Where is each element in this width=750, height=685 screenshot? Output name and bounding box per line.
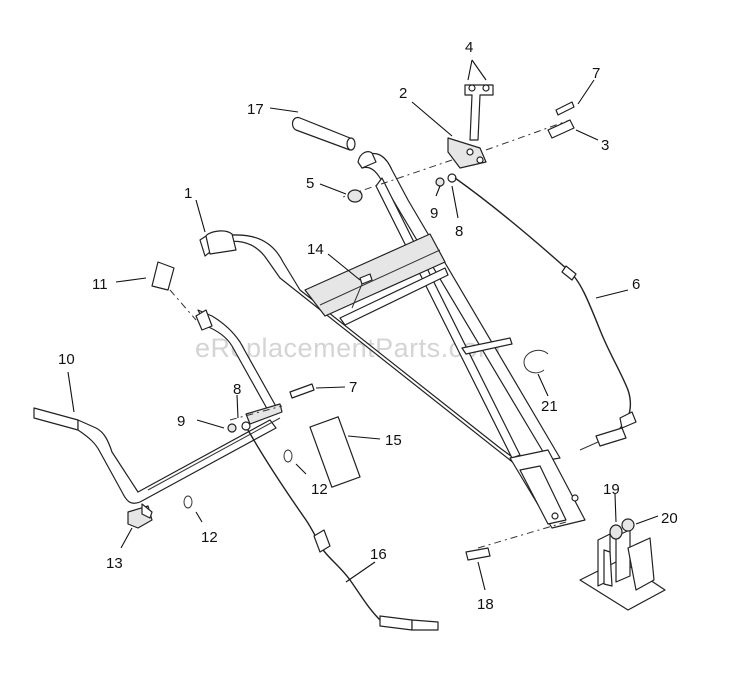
callout-labels: 1 2 3 4 5 6 7 7 8 8 9 9 10 11 12 12 13 1…	[58, 39, 678, 613]
callout-14: 14	[307, 241, 324, 258]
callout-20: 20	[661, 510, 678, 527]
part-cable-right	[454, 177, 637, 451]
part-washers-top	[435, 173, 457, 187]
callout-7-lower: 7	[349, 379, 357, 396]
leader-lines	[67, 59, 659, 591]
part-lower-handle	[33, 261, 281, 504]
callout-17: 17	[247, 101, 264, 118]
callout-6: 6	[632, 276, 640, 293]
callout-1: 1	[184, 185, 192, 202]
part-clip-21	[523, 349, 549, 374]
part-mount-bracket	[477, 518, 666, 611]
callout-2: 2	[399, 85, 407, 102]
callout-12-left: 12	[201, 529, 218, 546]
part-locknut	[347, 189, 363, 203]
part-screw-top	[547, 101, 575, 139]
callout-21: 21	[541, 398, 558, 415]
part-main-handle	[199, 151, 586, 529]
callout-9-lower: 9	[177, 413, 185, 430]
callout-5: 5	[306, 175, 314, 192]
part-spring	[309, 416, 361, 488]
callout-4: 4	[465, 39, 473, 56]
callout-11: 11	[92, 276, 108, 293]
callout-19: 19	[603, 481, 620, 498]
callout-3: 3	[601, 137, 609, 154]
part-cable-lower	[247, 429, 439, 631]
part-lower-lever	[227, 383, 315, 433]
callout-8-lower: 8	[233, 381, 241, 398]
callout-16: 16	[370, 546, 387, 563]
part-clip-12a	[283, 449, 293, 463]
callout-12-right: 12	[311, 481, 328, 498]
callout-15: 15	[385, 432, 402, 449]
part-bolt-14	[351, 273, 373, 309]
callout-9-top: 9	[430, 205, 438, 222]
part-handle-grip	[291, 116, 356, 151]
callout-7-top: 7	[592, 65, 600, 82]
callout-13: 13	[106, 555, 123, 572]
part-control-bracket	[339, 84, 571, 199]
callout-18: 18	[477, 596, 494, 613]
callout-10: 10	[58, 351, 75, 368]
part-clamp	[127, 503, 153, 529]
part-bolt-18	[465, 547, 491, 561]
part-clip-12b	[183, 495, 193, 509]
callout-8-top: 8	[455, 223, 463, 240]
